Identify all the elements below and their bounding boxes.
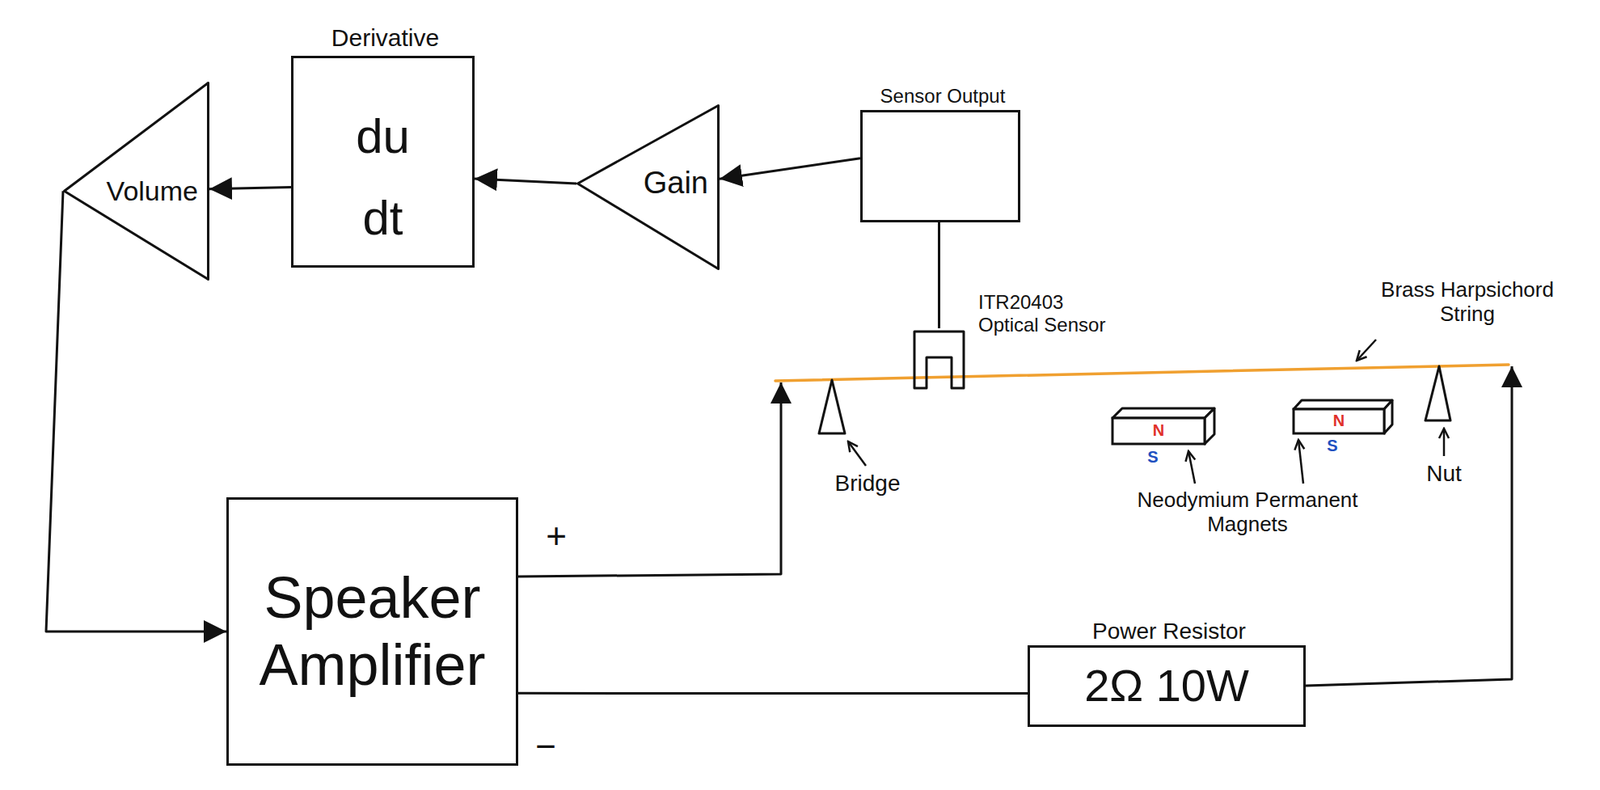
bridge-symbol bbox=[818, 379, 845, 434]
leader-line bbox=[848, 441, 866, 466]
magnet-top bbox=[1112, 408, 1215, 418]
pole-label: N bbox=[1146, 421, 1171, 440]
fraction-numerator: du bbox=[293, 108, 473, 165]
signal-wire bbox=[518, 692, 1028, 695]
optical-sensor: ITR20403 Optical Sensor bbox=[911, 328, 967, 390]
sensor-outline bbox=[911, 328, 967, 390]
volume-amplifier: Volume bbox=[63, 81, 210, 281]
triangle-outline bbox=[578, 105, 719, 270]
scope-box: Sensor Output bbox=[860, 109, 1021, 223]
resistor-value: 2Ω 10W bbox=[1039, 659, 1294, 712]
pole-label: N bbox=[1326, 411, 1351, 431]
amplifier-box: Speaker Amplifier bbox=[226, 497, 519, 766]
magnet-side bbox=[1204, 408, 1215, 444]
nut-symbol bbox=[1425, 366, 1451, 421]
part-label: Nut bbox=[1411, 460, 1477, 487]
sensor-label: ITR20403 Optical Sensor bbox=[978, 291, 1120, 336]
resistor-box: Power Resistor2Ω 10W bbox=[1027, 645, 1306, 727]
node-heading: Sensor Output bbox=[880, 84, 1006, 108]
gain-amplifier: Gain bbox=[576, 104, 720, 271]
part-label: Brass Harpsichord String bbox=[1366, 278, 1569, 327]
triangle-outline bbox=[64, 83, 209, 280]
node-label: Volume bbox=[106, 175, 199, 207]
derivative-box: Derivativedudt bbox=[291, 55, 475, 268]
leader-line bbox=[1443, 428, 1446, 456]
leader-line bbox=[1356, 339, 1377, 361]
harpsichord-string bbox=[775, 364, 1509, 381]
part-label: Neodymium Permanent Magnets bbox=[1110, 488, 1385, 537]
positive-wire bbox=[518, 382, 782, 577]
return-wire bbox=[1305, 366, 1512, 686]
signal-wire bbox=[474, 178, 577, 184]
magnet-top bbox=[1293, 400, 1393, 410]
fraction-denominator: dt bbox=[293, 189, 473, 246]
node-label: Speaker Amplifier bbox=[241, 564, 503, 699]
sensor-body bbox=[914, 331, 964, 389]
node-heading: Derivative bbox=[331, 24, 440, 53]
node-label: Gain bbox=[643, 165, 709, 202]
terminal-sign: + bbox=[537, 515, 575, 558]
signal-wire bbox=[209, 186, 292, 189]
signal-wire bbox=[937, 222, 941, 329]
signal-wire bbox=[719, 158, 861, 179]
magnet-front bbox=[1112, 417, 1205, 444]
leader-line bbox=[1188, 451, 1195, 484]
terminal-sign: − bbox=[527, 726, 565, 768]
leader-line bbox=[1298, 439, 1304, 484]
pole-label: S bbox=[1320, 436, 1345, 456]
signal-wire bbox=[46, 190, 227, 632]
pole-label: S bbox=[1140, 447, 1166, 467]
node-heading: Power Resistor bbox=[1092, 618, 1246, 645]
magnet-front bbox=[1293, 409, 1385, 434]
part-label: Bridge bbox=[818, 470, 917, 497]
